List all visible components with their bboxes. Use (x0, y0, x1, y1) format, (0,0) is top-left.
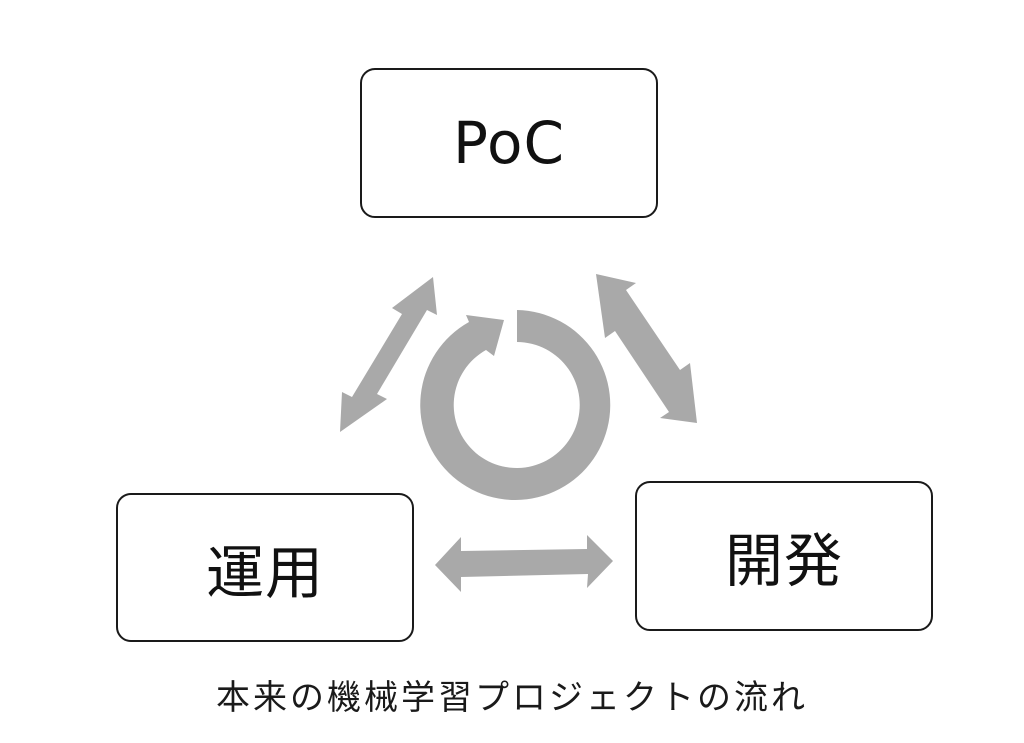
node-poc: PoC (360, 68, 658, 218)
node-development-label: 開発 (724, 527, 843, 595)
node-development: 開発 (635, 481, 933, 631)
diagram-caption: 本来の機械学習プロジェクトの流れ (216, 678, 808, 718)
double-arrow-operations-development (435, 535, 613, 592)
circular-arrow-icon (420, 310, 611, 500)
node-operations: 運用 (116, 493, 414, 642)
double-arrow-poc-development (596, 274, 697, 423)
node-operations-label: 運用 (205, 538, 324, 607)
double-arrow-poc-operations (340, 277, 437, 432)
node-poc-label: PoC (453, 109, 565, 177)
